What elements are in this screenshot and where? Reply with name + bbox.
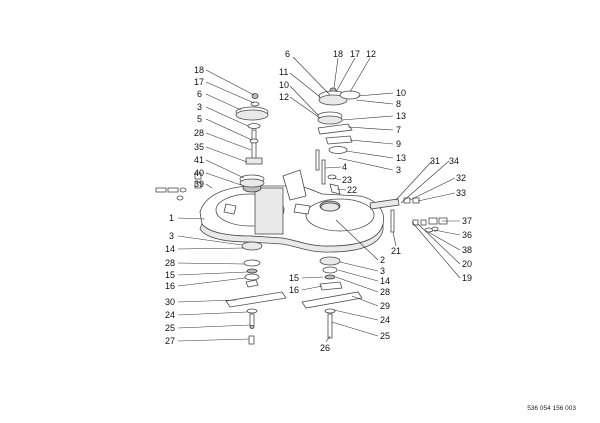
callout-numbers: 18 17 6 3 5 28 35 41 40 39 1 3 14 28 15 … (165, 49, 472, 353)
callout-33: 33 (456, 188, 466, 198)
callout-25: 25 (165, 323, 175, 333)
callout-28: 28 (194, 128, 204, 138)
callout-9: 9 (396, 139, 401, 149)
callout-4: 4 (342, 162, 347, 172)
callout-24: 24 (165, 310, 175, 320)
callout-5: 5 (197, 114, 202, 124)
callout-28-bottom: 28 (380, 287, 390, 297)
callout-17: 17 (194, 77, 204, 87)
callout-3-bottom: 3 (380, 266, 385, 276)
callout-26: 26 (320, 343, 330, 353)
callout-3: 3 (197, 102, 202, 112)
callout-19: 19 (462, 273, 472, 283)
callout-7: 7 (396, 125, 401, 135)
callout-18-top: 18 (333, 49, 343, 59)
callout-32: 32 (456, 173, 466, 183)
callout-16: 16 (165, 281, 175, 291)
callout-1: 1 (169, 213, 174, 223)
callout-30: 30 (165, 297, 175, 307)
callout-8: 8 (396, 99, 401, 109)
callout-18: 18 (194, 65, 204, 75)
callout-3-lower: 3 (169, 231, 174, 241)
callout-38: 38 (462, 245, 472, 255)
left-spindle-stack (235, 93, 269, 188)
left-side-hardware (155, 172, 202, 201)
callout-31: 31 (430, 156, 440, 166)
callout-6: 6 (197, 89, 202, 99)
callout-6-top: 6 (285, 49, 290, 59)
callout-10: 10 (279, 80, 289, 90)
callout-11: 11 (279, 67, 288, 77)
callout-41: 41 (194, 155, 204, 165)
right-spindle-stack (315, 87, 361, 212)
callout-35: 35 (194, 142, 204, 152)
callout-28-lower: 28 (165, 258, 175, 268)
callout-27: 27 (165, 336, 175, 346)
callout-14: 14 (165, 244, 175, 254)
right-blade-assembly (301, 256, 363, 339)
mower-deck (199, 169, 385, 253)
callout-22: 22 (347, 185, 357, 195)
callout-13: 13 (396, 111, 406, 121)
callout-12: 12 (279, 92, 289, 102)
callout-25-bottom: 25 (380, 331, 390, 341)
callout-15: 15 (165, 270, 175, 280)
callout-12-top: 12 (366, 49, 376, 59)
callout-2: 2 (380, 255, 385, 265)
callout-17-top: 17 (350, 49, 360, 59)
callout-15-bottom: 15 (289, 273, 299, 283)
callout-40: 40 (194, 168, 204, 178)
callout-39: 39 (194, 179, 204, 189)
callout-14-bottom: 14 (380, 276, 390, 286)
callout-21: 21 (391, 246, 401, 256)
leader-lines (177, 56, 461, 343)
callout-23: 23 (342, 175, 352, 185)
callout-29: 29 (380, 301, 390, 311)
callout-36: 36 (462, 230, 472, 240)
callout-24-bottom: 24 (380, 315, 390, 325)
callout-37: 37 (462, 216, 472, 226)
callout-16-bottom: 16 (289, 285, 299, 295)
callout-3-right: 3 (396, 165, 401, 175)
callout-10-right: 10 (396, 88, 406, 98)
callout-20: 20 (462, 259, 472, 269)
callout-13-lower: 13 (396, 153, 406, 163)
callout-34: 34 (449, 156, 459, 166)
drawing-reference-code: 536 054 156 003 (527, 405, 576, 412)
left-blade-assembly (225, 241, 287, 345)
